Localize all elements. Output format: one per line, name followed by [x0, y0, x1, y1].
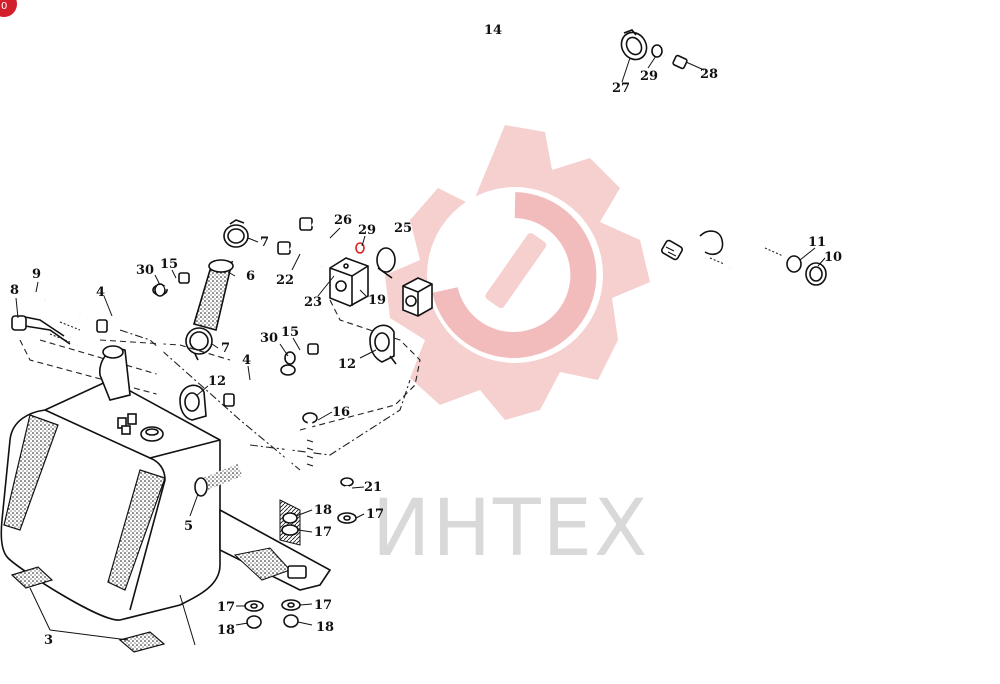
- corner-badge: 0: [0, 0, 17, 17]
- bolt-22: [277, 241, 323, 268]
- washers-nuts-bottom: [244, 599, 301, 629]
- callout-15: 15: [160, 257, 178, 272]
- bolt-16: [302, 412, 318, 476]
- bolt-21: [337, 477, 357, 524]
- rubber-pads-3: [10, 566, 166, 653]
- hoses-8-9: [11, 289, 82, 345]
- watermark-gear: [385, 125, 650, 420]
- callout-11: 11: [808, 235, 826, 250]
- callout-22: 22: [276, 273, 294, 288]
- callout-18: 18: [316, 620, 334, 635]
- callout-30: 30: [260, 331, 278, 346]
- pipe-4-right: [223, 364, 296, 505]
- callout-18: 18: [217, 623, 235, 638]
- callout-27: 27: [612, 81, 630, 96]
- return-hose-assembly: [661, 218, 827, 286]
- callout-17: 17: [314, 525, 332, 540]
- clamp-12-right: [369, 324, 397, 365]
- callout-29: 29: [640, 69, 658, 84]
- callout-12: 12: [338, 357, 356, 372]
- bolt-26: [299, 217, 365, 254]
- watermark-text: ИНТЕХ: [372, 484, 649, 574]
- callout-labels: 14 27 29 28 26 29 25 22 23 19 7 6 7 30 1…: [10, 23, 842, 648]
- pipe-clamp-block-19: [329, 257, 433, 317]
- leader-lines: [15, 55, 826, 646]
- bolt-15-upper: [154, 272, 190, 297]
- callout-8: 8: [10, 283, 19, 298]
- callout-6: 6: [246, 269, 255, 284]
- callout-5: 5: [184, 519, 193, 534]
- hose-clamp-27: [620, 29, 688, 70]
- callout-28: 28: [700, 67, 718, 82]
- callout-16: 16: [332, 405, 350, 420]
- callout-7: 7: [221, 341, 230, 356]
- callout-7: 7: [260, 235, 269, 250]
- bolt-15-lower: [284, 343, 319, 365]
- corner-badge-text: 0: [1, 1, 7, 12]
- fuel-tank: [0, 345, 243, 621]
- callout-14: 14: [484, 23, 502, 38]
- callout-21: 21: [364, 480, 382, 495]
- callout-25: 25: [394, 221, 412, 236]
- callout-10: 10: [824, 250, 842, 265]
- callout-26: 26: [334, 213, 352, 228]
- callout-15: 15: [281, 325, 299, 340]
- callout-4: 4: [242, 353, 251, 368]
- callout-29: 29: [358, 223, 376, 238]
- clamp-12-left: [179, 384, 207, 421]
- callout-12: 12: [208, 374, 226, 389]
- tank-fittings: [117, 413, 137, 435]
- callout-18: 18: [314, 503, 332, 518]
- mounting-bracket: [219, 499, 332, 591]
- callout-19: 19: [368, 293, 386, 308]
- callout-4: 4: [96, 285, 105, 300]
- callout-17: 17: [366, 507, 384, 522]
- callout-9: 9: [32, 267, 41, 282]
- callout-23: 23: [304, 295, 322, 310]
- hose-6-with-clamps: [185, 219, 249, 361]
- callout-17: 17: [217, 600, 235, 615]
- callout-30: 30: [136, 263, 154, 278]
- clip-25: [376, 247, 396, 279]
- callout-17: 17: [314, 598, 332, 613]
- callout-3: 3: [44, 633, 53, 648]
